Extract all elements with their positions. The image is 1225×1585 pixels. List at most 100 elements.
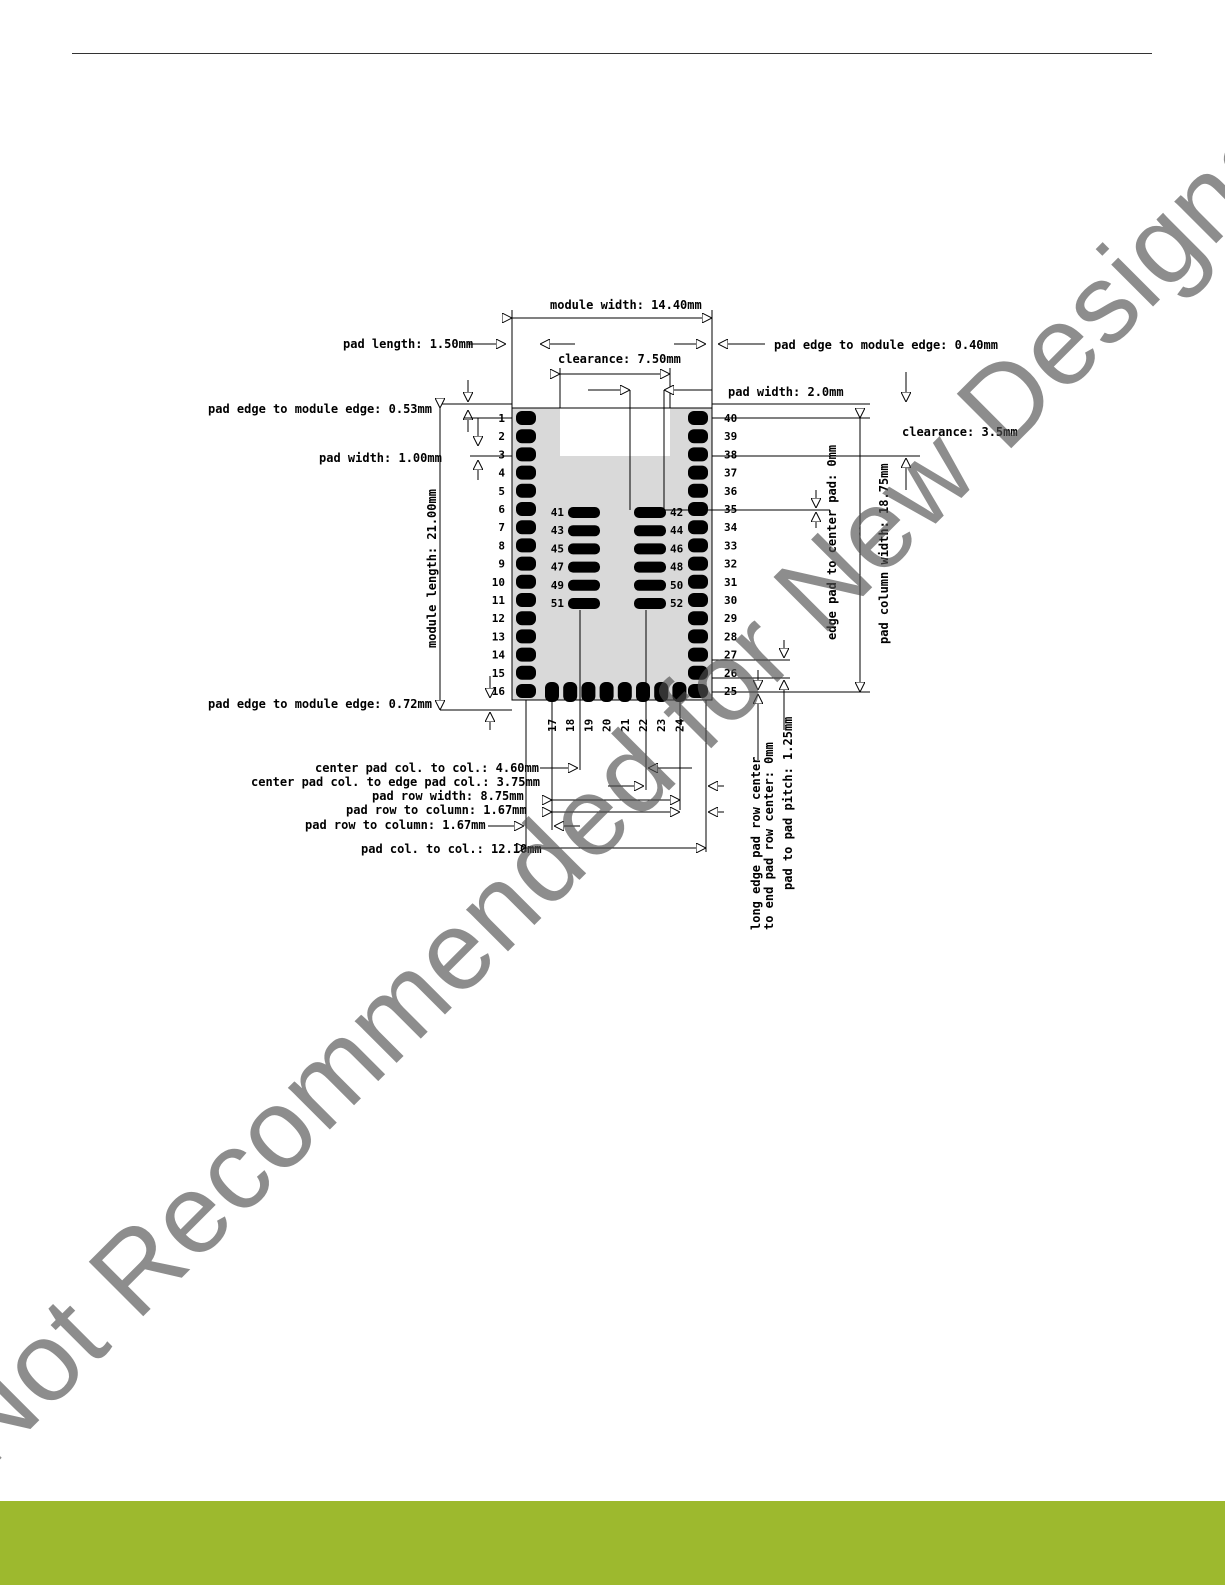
pad-right [688,429,708,444]
pad-length-label: pad length: 1.50mm [343,337,473,351]
pin-number-right: 33 [724,539,737,552]
pin-number-center-right: 48 [670,561,683,574]
pad-left [516,647,536,662]
pin-number-left: 12 [492,612,505,625]
pad-left [516,665,536,680]
pin-number-left: 14 [492,649,506,662]
pin-number-left: 9 [498,558,505,571]
pin-number-bottom: 20 [601,719,614,732]
pad-bottom [581,682,596,702]
pad-center-left [568,507,600,518]
pin-number-center-left: 51 [551,597,565,610]
pin-number-center-left: 41 [551,506,565,519]
pad-left [516,465,536,480]
pad-left [516,556,536,571]
pad-right [688,574,708,589]
pin-number-left: 11 [492,594,506,607]
pin-number-bottom: 21 [619,718,632,732]
pin-number-left: 15 [492,667,505,680]
pad-col-to-col-label: pad col. to col.: 12.10mm [361,842,542,856]
pad-bottom [617,682,632,702]
pad-pitch-label: pad to pad pitch: 1.25mm [781,717,795,890]
pad-left [516,411,536,425]
pad-right [688,629,708,644]
pad-center-left [568,579,600,591]
pad-edge-053-label: pad edge to module edge: 0.53mm [208,402,432,416]
pad-left [516,429,536,444]
pad-right [688,611,708,626]
pad-right [688,538,708,553]
pin-number-right: 29 [724,612,737,625]
clearance-35-label: clearance: 3.5mm [902,425,1018,439]
pin-number-center-right: 44 [670,524,684,537]
pad-center-right [634,507,666,518]
pad-bottom [672,682,687,702]
pin-number-left: 3 [498,448,505,461]
pad-center-right [634,543,666,555]
pin-number-left: 7 [498,521,505,534]
pin-number-left: 13 [492,630,505,643]
pin-number-center-left: 43 [551,524,564,537]
dimension-labels: module width: 14.40mm pad length: 1.50mm… [208,298,1018,930]
pad-right [688,684,708,698]
pin-number-left: 8 [498,539,505,552]
pad-row-width-label: pad row width: 8.75mm [372,789,524,803]
pin-number-bottom: 22 [637,719,650,732]
pad-left [516,684,536,698]
pin-labels: 1234567891011121314151640393837363534333… [492,412,738,732]
pad-left [516,574,536,589]
pin-number-right: 27 [724,649,737,662]
pad-center-left [568,598,600,609]
dimension-lines [440,310,920,852]
pin-number-right: 30 [724,594,737,607]
pad-right [688,665,708,680]
pin-number-center-right: 52 [670,597,683,610]
pad-right [688,520,708,535]
pin-number-left: 2 [498,430,505,443]
pad-left [516,483,536,498]
pad-center-right [634,525,666,537]
pad-bottom [545,682,559,702]
clearance-750-label: clearance: 7.50mm [558,352,681,366]
pin-number-center-left: 49 [551,579,564,592]
pin-number-right: 31 [724,576,738,589]
pad-right [688,593,708,607]
pin-number-center-left: 45 [551,542,564,555]
pad-bottom [636,682,650,702]
pad-center-left [568,543,600,555]
pin-number-left: 6 [498,503,505,516]
pin-number-left: 4 [498,467,505,480]
pin-number-right: 28 [724,630,737,643]
pin-number-center-right: 42 [670,506,683,519]
long-edge-line2-label: to end pad row center: 0mm [762,742,776,930]
pin-number-left: 10 [492,576,505,589]
pin-number-bottom: 19 [582,719,595,732]
pad-row-to-col-b-label: pad row to column: 1.67mm [305,818,486,832]
pin-number-right: 39 [724,430,737,443]
right-pad-column [688,411,708,698]
pad-row-to-col-a-label: pad row to column: 1.67mm [346,803,527,817]
center-col-edge-col-label: center pad col. to edge pad col.: 3.75mm [251,775,540,789]
pad-left [516,629,536,644]
center-col-to-col-label: center pad col. to col.: 4.60mm [315,761,539,775]
long-edge-line1-label: long edge pad row center [749,757,763,930]
footer-bar [0,1501,1225,1585]
header-rule [72,53,1152,54]
pin-number-bottom: 18 [564,719,577,732]
pad-center-right [634,561,666,573]
pad-left [516,447,536,462]
edge-pad-center-label: edge pad to center pad: 0mm [825,445,839,640]
pad-column-width-label: pad column width: 18.75mm [877,463,891,644]
pad-bottom [599,682,614,702]
pad-center-right [634,579,666,591]
pin-number-center-right: 50 [670,579,683,592]
center-pad-columns [568,507,666,609]
pad-left [516,611,536,626]
pad-center-right [634,598,666,609]
pin-number-right: 34 [724,521,738,534]
pad-edge-top-right-label: pad edge to module edge: 0.40mm [774,338,998,352]
pin-number-left: 16 [492,685,506,698]
pad-bottom [563,682,578,702]
pad-right [688,465,708,480]
